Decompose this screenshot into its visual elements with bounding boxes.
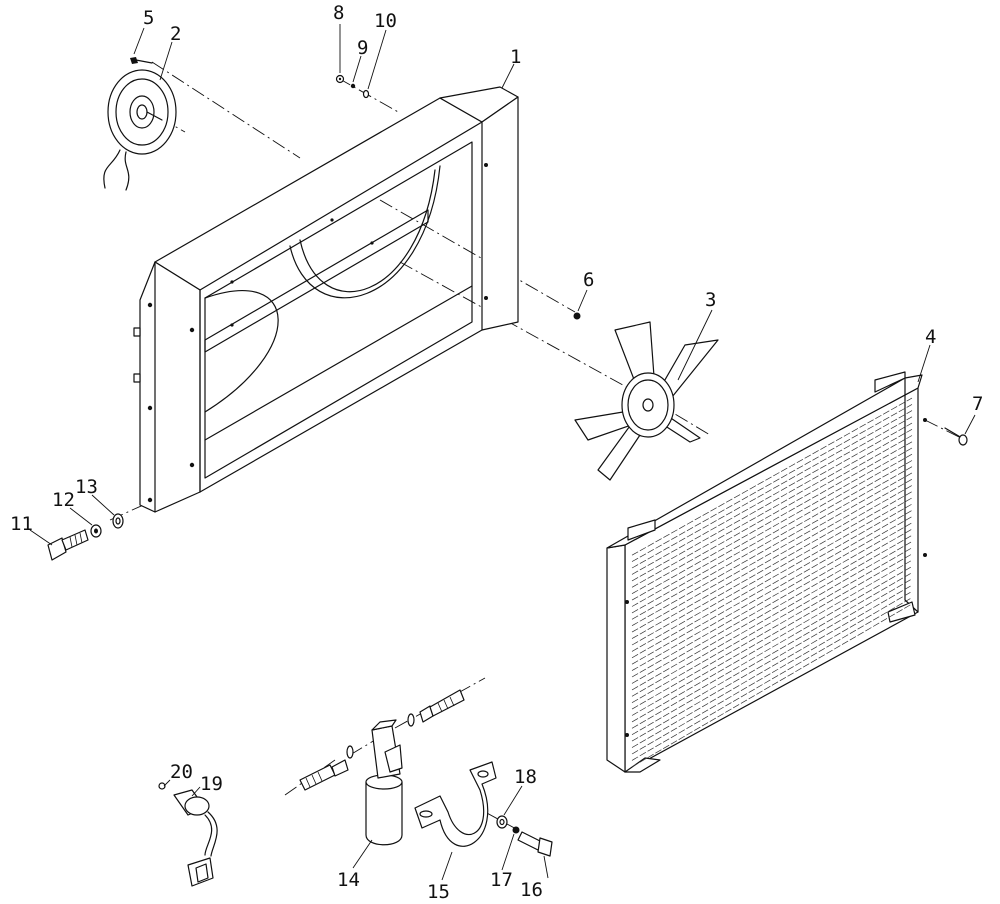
condenser-fin <box>631 397 913 556</box>
hardware <box>47 57 968 561</box>
leader-lines <box>29 24 976 881</box>
part-16-bolt <box>517 831 553 857</box>
callout-13: 13 <box>75 476 98 498</box>
part-5-screw <box>130 57 153 64</box>
parts-19-20-switch <box>158 782 218 887</box>
part-6-nut <box>573 312 581 320</box>
condenser-fins <box>631 397 913 768</box>
callout-17: 17 <box>490 869 513 891</box>
callout-15: 15 <box>427 881 450 903</box>
callout-20: 20 <box>170 761 193 783</box>
callout-18: 18 <box>514 766 537 788</box>
part-1-fan-shroud <box>133 86 519 513</box>
callout-2: 2 <box>170 23 181 45</box>
callout-5: 5 <box>143 7 154 29</box>
callout-4: 4 <box>925 326 936 348</box>
condenser-fin <box>631 416 913 575</box>
part-3-fan-blade <box>574 321 719 481</box>
part-15-bracket <box>414 761 497 847</box>
callout-6: 6 <box>583 269 594 291</box>
callout-19: 19 <box>200 773 223 795</box>
callout-14: 14 <box>337 869 360 891</box>
condenser-fin <box>631 404 913 562</box>
callout-12: 12 <box>52 489 75 511</box>
condenser-fin <box>631 428 913 588</box>
part-17-washer <box>512 826 520 834</box>
callout-10: 10 <box>374 10 397 32</box>
part-19-pressure-switch <box>173 789 218 887</box>
part-11-bolt <box>47 529 89 561</box>
part-4-condenser <box>606 371 927 773</box>
part-7-screw <box>944 427 968 446</box>
callout-7: 7 <box>972 393 983 415</box>
callout-16: 16 <box>520 879 543 901</box>
callout-8: 8 <box>333 2 344 24</box>
callout-11: 11 <box>10 513 33 535</box>
callout-1: 1 <box>510 46 521 68</box>
parts-16-18 <box>496 815 553 857</box>
part-20-oring <box>158 782 166 790</box>
part-14-receiver-drier <box>299 689 465 846</box>
condenser-fin <box>631 410 913 569</box>
part-2-fan-motor <box>103 69 177 191</box>
callout-9: 9 <box>357 37 368 59</box>
callout-3: 3 <box>705 289 716 311</box>
condenser-fin <box>631 422 913 582</box>
part-9-washer <box>350 83 356 89</box>
callout-numbers: 1 2 3 4 5 6 7 8 9 10 11 12 13 14 15 16 1… <box>10 2 983 903</box>
part-10-washer <box>362 89 370 99</box>
